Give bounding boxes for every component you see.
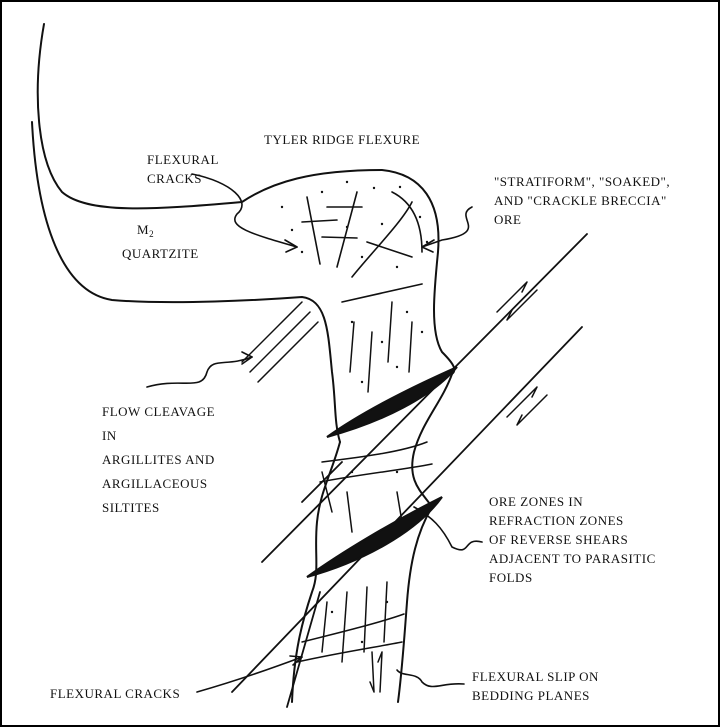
label-flexural-slip: FLEXURAL SLIP ON BEDDING PLANES — [472, 669, 599, 703]
lower-bed-boundary — [31, 121, 341, 443]
dots — [280, 180, 429, 644]
fold-limb-right — [397, 373, 453, 703]
ore-lens-upper — [326, 366, 458, 438]
limb-cleavage — [296, 301, 433, 663]
ore-lens-lower — [306, 496, 443, 578]
diagram-title: TYLER RIDGE FLEXURE — [264, 132, 421, 147]
fold-limb-left — [291, 441, 341, 703]
label-quartzite: M2 QUARTZITE — [122, 222, 199, 261]
label-ore-types: "STRATIFORM", "SOAKED", AND "CRACKLE BRE… — [494, 174, 671, 227]
leader-arrows — [146, 173, 483, 693]
reverse-shears — [231, 233, 588, 708]
label-flexural-cracks-top: FLEXURAL CRACKS — [147, 152, 219, 186]
slip-arrows — [241, 281, 548, 693]
label-ore-zones: ORE ZONES IN REFRACTION ZONES OF REVERSE… — [489, 494, 656, 585]
label-flexural-cracks-bottom: FLEXURAL CRACKS — [50, 686, 181, 701]
hinge-cracks — [301, 191, 423, 303]
label-flow-cleavage: FLOW CLEAVAGE IN ARGILLITES AND ARGILLAC… — [102, 404, 216, 515]
upper-bed-boundary — [36, 23, 456, 375]
